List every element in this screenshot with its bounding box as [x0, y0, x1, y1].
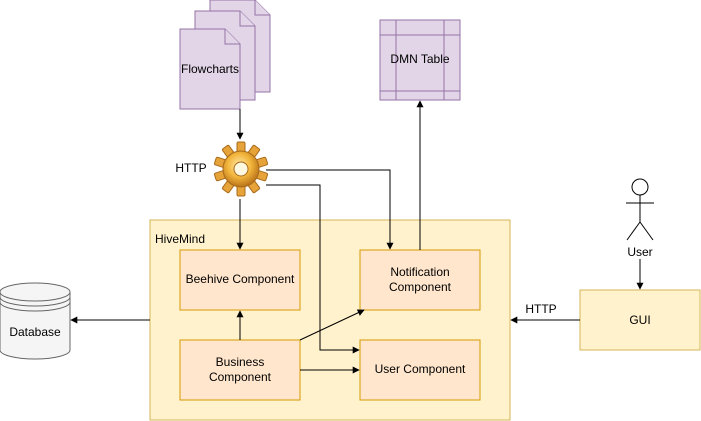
http-gear-label: HTTP [175, 161, 206, 175]
business-component[interactable]: Business Component [179, 339, 301, 401]
database-label: Database [9, 325, 61, 339]
hivemind-label: HiveMind [155, 232, 205, 246]
business-component-label-2: Component [209, 370, 272, 384]
user-component[interactable]: User Component [359, 339, 481, 401]
flowcharts-documents[interactable]: Flowcharts [179, 0, 271, 110]
notification-component[interactable]: Notification Component [359, 249, 481, 311]
beehive-component[interactable]: Beehive Component [179, 249, 301, 311]
http-gui-label: HTTP [525, 302, 556, 316]
edge-gear-to-notification [266, 169, 394, 250]
user-actor-icon[interactable] [626, 178, 654, 241]
gear-icon[interactable] [213, 141, 269, 197]
database-cylinder-icon[interactable]: Database [0, 282, 71, 360]
user-component-label: User Component [375, 362, 466, 376]
edge-business-to-notification [299, 309, 365, 341]
dmn-table[interactable]: DMN Table [379, 19, 461, 101]
beehive-component-label: Beehive Component [186, 272, 295, 286]
dmn-table-label: DMN Table [390, 52, 449, 66]
user-actor-label: User [627, 245, 652, 259]
edge-gear-to-user-component [266, 184, 360, 354]
notification-component-label-2: Component [389, 280, 452, 294]
flowcharts-label: Flowcharts [181, 62, 239, 76]
business-component-label-1: Business [216, 355, 265, 369]
gui-box[interactable]: GUI [579, 289, 701, 351]
gui-label: GUI [629, 313, 650, 327]
notification-component-label-1: Notification [390, 265, 449, 279]
